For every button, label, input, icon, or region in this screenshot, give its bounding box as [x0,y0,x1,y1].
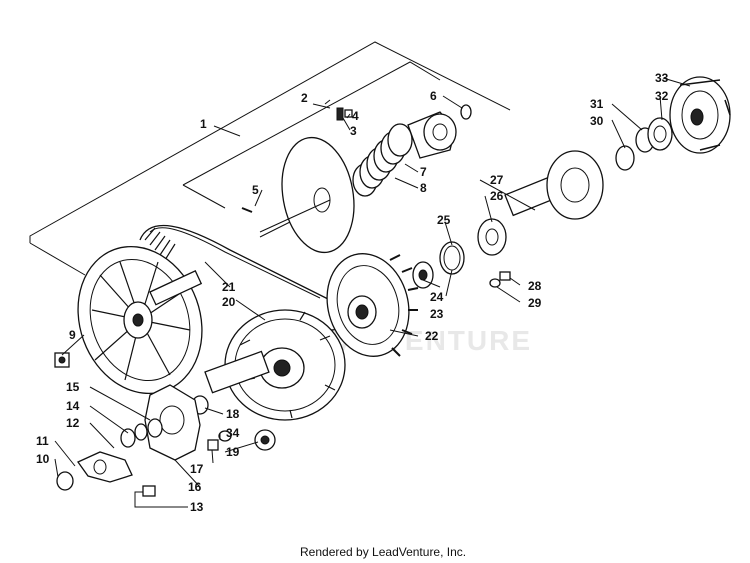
bolt-28-washer-29 [489,271,511,288]
callout-12: 12 [66,416,80,430]
sheave-disc-left [77,245,203,395]
callout-7: 7 [420,165,427,179]
bearing-30-32 [615,117,673,171]
washers-12-15 [120,418,163,448]
rendered-by-footer: Rendered by LeadVenture, Inc. [300,545,466,559]
callout-16: 16 [188,480,202,494]
callout-18: 18 [226,407,240,421]
bearing-stack [412,218,507,289]
pin-5 [241,207,253,213]
callout-6: 6 [430,89,437,103]
washer-10 [56,471,74,491]
screw-13 [142,485,156,497]
callout-28: 28 [528,279,542,293]
parts-17-19-34 [207,429,276,451]
callout-22: 22 [425,329,439,343]
fixed-sheave-top [259,136,355,254]
callout-33: 33 [655,71,669,85]
group-bracket-2 [182,61,441,238]
snap-ring-6 [460,104,472,120]
callout-29: 29 [528,296,542,310]
callout-5: 5 [252,183,259,197]
clutch-spring [352,123,413,197]
bracket-11 [77,451,133,483]
callout-34: 34 [226,426,240,440]
callout-4: 4 [352,109,359,123]
callout-26: 26 [490,189,504,203]
drive-sheave-center [204,309,346,421]
callout-13: 13 [190,500,204,514]
leader-lines [54,77,691,508]
callout-15: 15 [66,380,80,394]
helix-cup [407,111,457,159]
fastener-3-4 [336,107,353,121]
callout-32: 32 [655,89,669,103]
callout-23: 23 [430,307,444,321]
callout-labels: 1 2 3 4 5 6 7 8 9 10 11 12 13 14 15 16 1… [36,71,669,514]
callout-19: 19 [226,445,240,459]
callout-8: 8 [420,181,427,195]
callout-3: 3 [350,124,357,138]
callout-31: 31 [590,97,604,111]
callout-24: 24 [430,290,444,304]
group-bracket-1 [29,41,511,276]
callout-2: 2 [301,91,308,105]
callout-17: 17 [190,462,204,476]
callout-25: 25 [437,213,451,227]
callout-20: 20 [222,295,236,309]
clutch-housing [669,76,731,154]
nut-9 [54,352,70,368]
callout-11: 11 [36,434,49,448]
callout-27: 27 [490,173,504,187]
callout-1: 1 [200,117,207,131]
output-shaft [504,150,604,220]
callout-14: 14 [66,399,80,413]
callout-10: 10 [36,452,50,466]
toothed-pulley [326,253,419,357]
callout-9: 9 [69,328,76,342]
callout-30: 30 [590,114,604,128]
callout-21: 21 [222,280,236,294]
